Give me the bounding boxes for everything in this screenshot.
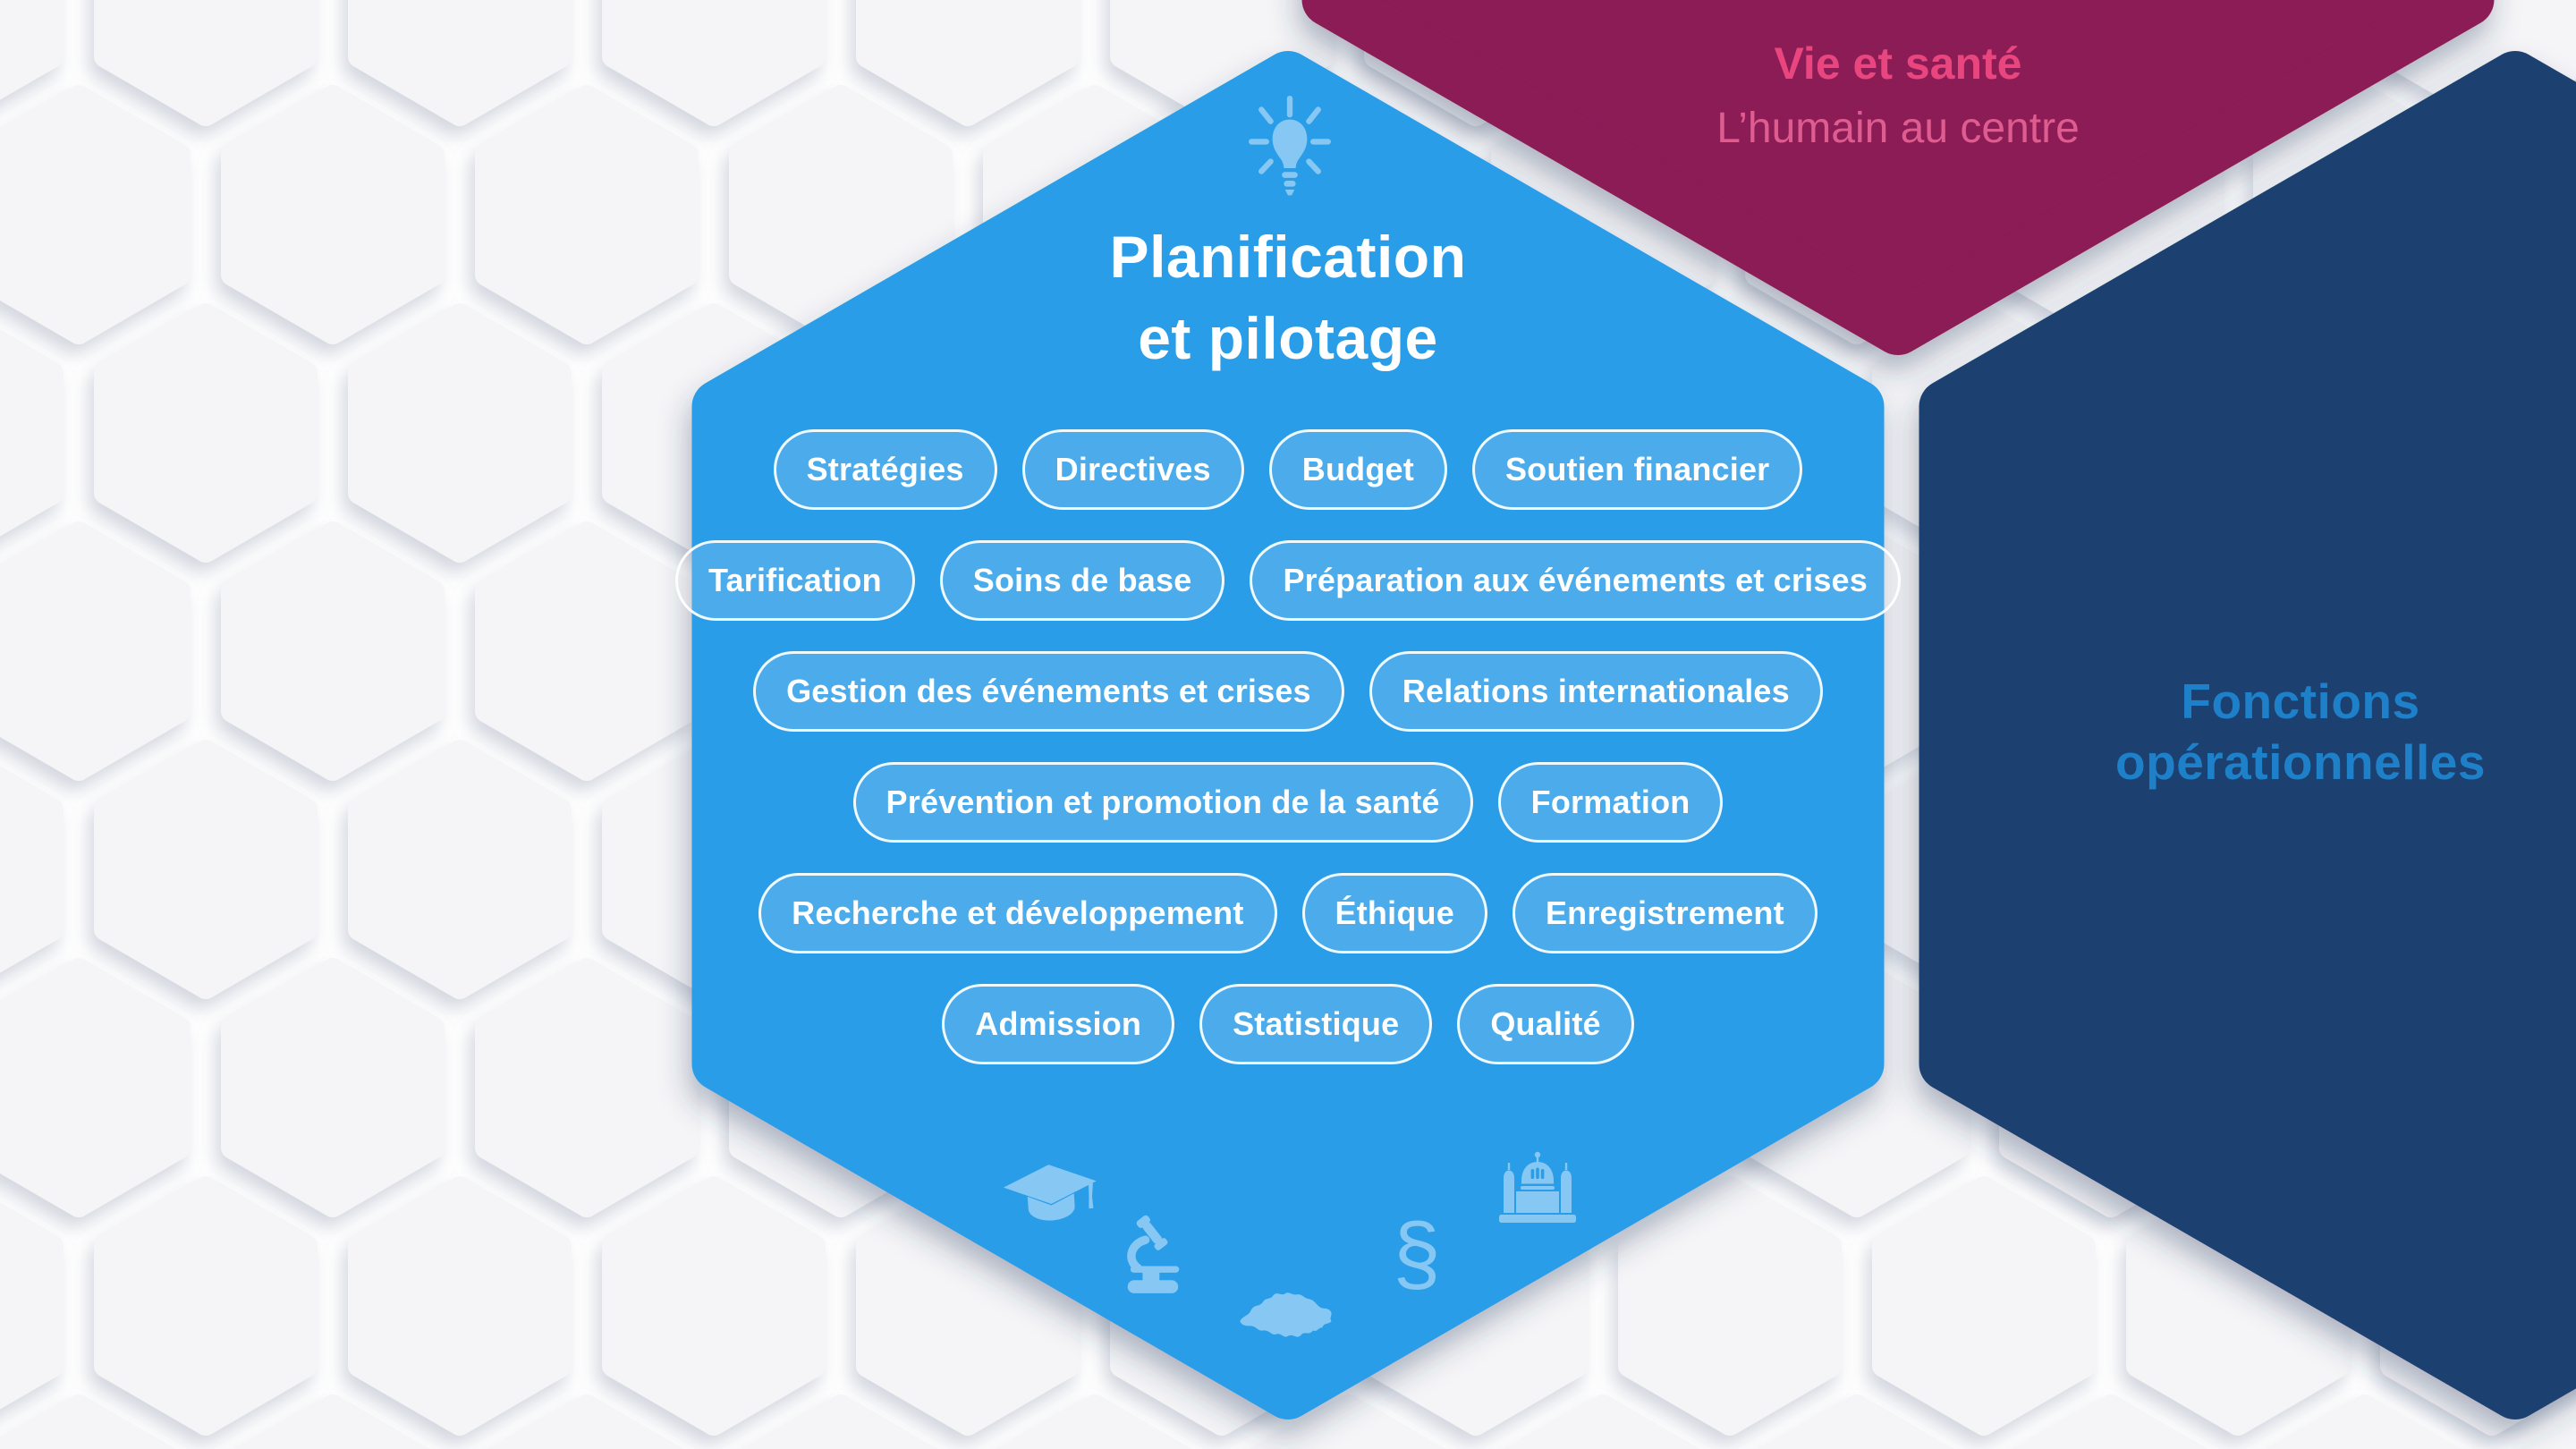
pill-row: Prévention et promotion de la santé Forma… bbox=[662, 762, 1914, 843]
vie-et-sante-hexagon[interactable] bbox=[1301, 0, 2495, 355]
fonctions-operationnelles-hexagon[interactable] bbox=[1919, 51, 2576, 1419]
topic-pill[interactable]: Relations internationales bbox=[1368, 651, 1823, 732]
topic-pill[interactable]: Tarification bbox=[675, 540, 915, 621]
topic-pill[interactable]: Statistique bbox=[1199, 984, 1433, 1064]
fonctions-line2: opérationnelles bbox=[2115, 734, 2486, 791]
topic-pill[interactable]: Éthique bbox=[1301, 873, 1487, 953]
graduation-cap-icon bbox=[1004, 1165, 1097, 1221]
fonctions-line1: Fonctions bbox=[2181, 674, 2420, 729]
topic-pill[interactable]: Prévention et promotion de la santé bbox=[852, 762, 1473, 843]
planification-title: Planification et pilotage bbox=[698, 216, 1878, 379]
pill-row: Admission Statistique Qualité bbox=[662, 984, 1914, 1064]
parliament-building-icon bbox=[1499, 1151, 1576, 1223]
topic-pill[interactable]: Gestion des événements et crises bbox=[753, 651, 1344, 732]
pill-row: Recherche et développement Éthique Enregis… bbox=[662, 873, 1914, 953]
section-sign-icon: § bbox=[1393, 1206, 1441, 1301]
vie-et-sante-subtitle: L’humain au centre bbox=[1716, 105, 2080, 152]
topic-pill[interactable]: Soutien financier bbox=[1471, 429, 1803, 510]
planification-title-line1: Planification bbox=[1109, 224, 1467, 290]
pill-row: Stratégies Directives Budget Soutien financ… bbox=[662, 429, 1914, 510]
topic-pill[interactable]: Préparation aux événements et crises bbox=[1250, 540, 1901, 621]
topic-pill[interactable]: Formation bbox=[1497, 762, 1724, 843]
lightbulb-icon bbox=[1249, 95, 1331, 196]
switzerland-map-icon bbox=[1240, 1292, 1332, 1337]
vie-et-sante-title: Vie et santé bbox=[1774, 38, 2022, 89]
topic-pill[interactable]: Directives bbox=[1021, 429, 1244, 510]
topic-pill[interactable]: Stratégies bbox=[773, 429, 997, 510]
topic-pill[interactable]: Soins de base bbox=[939, 540, 1225, 621]
pill-row: Gestion des événements et crises Relation… bbox=[662, 651, 1914, 732]
microscope-icon bbox=[1127, 1215, 1180, 1293]
topic-pill[interactable]: Budget bbox=[1268, 429, 1447, 510]
vie-et-sante-label: Vie et santé L’humain au centre bbox=[1531, 38, 2265, 153]
topic-pill[interactable]: Enregistrement bbox=[1512, 873, 1818, 953]
pill-rows: Stratégies Directives Budget Soutien financ… bbox=[662, 429, 1914, 1064]
fonctions-operationnelles-label: Fonctions opérationnelles bbox=[1952, 671, 2576, 792]
topic-pill[interactable]: Qualité bbox=[1457, 984, 1634, 1064]
topic-pill[interactable]: Admission bbox=[942, 984, 1175, 1064]
pill-row: Tarification Soins de base Préparation aux… bbox=[662, 540, 1914, 621]
planification-title-line2: et pilotage bbox=[1138, 305, 1438, 372]
topic-pill[interactable]: Recherche et développement bbox=[758, 873, 1277, 953]
